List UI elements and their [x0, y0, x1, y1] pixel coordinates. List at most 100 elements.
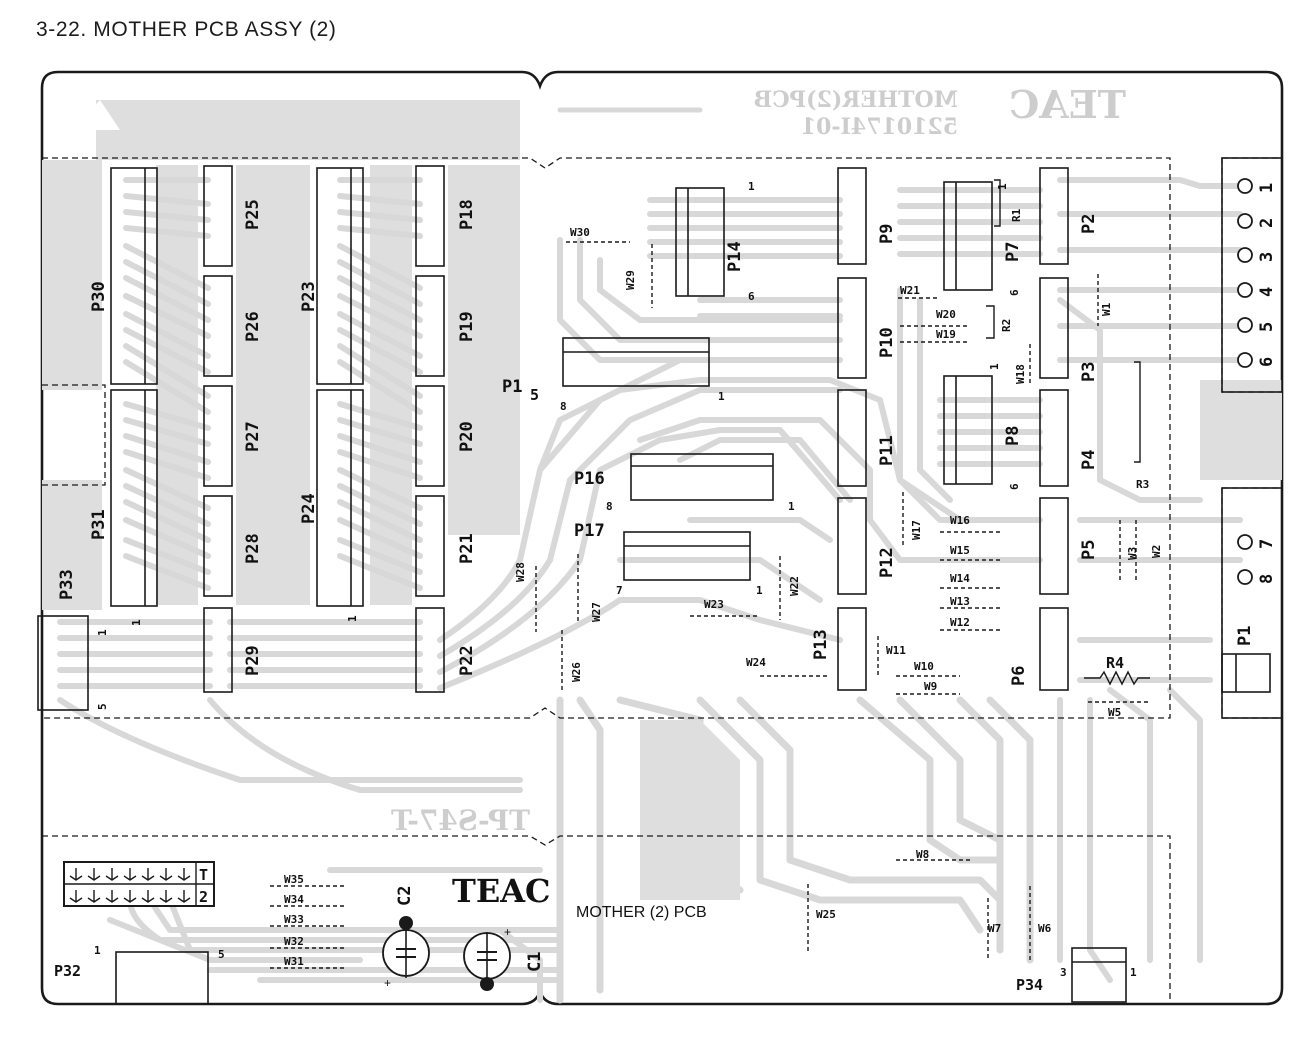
connector-labels: P30 P31 P33 P25 P26 P27 P28 P29 P23 P24 …	[57, 199, 1255, 686]
label-p12: P12	[877, 547, 897, 578]
label-p6: P6	[1009, 666, 1029, 686]
label-p8: P8	[1003, 426, 1023, 446]
label-p33: P33	[57, 569, 77, 600]
label-p13: P13	[811, 629, 831, 660]
label-p15-tail: 5	[530, 386, 539, 404]
pin-p34-1: 1	[1130, 966, 1137, 979]
terminal-5: 5	[1257, 322, 1277, 332]
label-p32: P32	[54, 962, 81, 980]
label-w29: W29	[624, 270, 637, 290]
label-w8: W8	[916, 848, 929, 861]
label-w24: W24	[746, 656, 766, 669]
pin-p16-8: 8	[606, 500, 613, 513]
label-p10: P10	[877, 327, 897, 358]
terminal-4: 4	[1257, 287, 1277, 297]
label-r3: R3	[1136, 478, 1149, 491]
label-p27: P27	[243, 421, 263, 452]
pin-p32-5: 5	[218, 948, 225, 961]
label-w35: W35	[284, 873, 304, 886]
pin-p32-1: 1	[94, 944, 101, 957]
label-p2: P2	[1079, 214, 1099, 234]
label-p7: P7	[1003, 242, 1023, 262]
pin-labels: 1 6 1 8 8 1 7 1 1 6 1 6 1 1 5 1 1 5 3 1	[94, 180, 1137, 979]
mirrored-brand: TEAC	[1009, 82, 1126, 127]
label-w11: W11	[886, 644, 906, 657]
label-p17: P17	[574, 521, 605, 541]
label-p23: P23	[299, 281, 319, 312]
capacitor-c1	[463, 932, 511, 991]
label-w26: W26	[570, 662, 583, 682]
label-p16: P16	[574, 469, 605, 489]
label-p3: P3	[1079, 362, 1099, 382]
label-p24: P24	[299, 493, 319, 524]
label-w31: W31	[284, 955, 304, 968]
mirrored-silkscreen: TEAC MOTHER(2)PCB 5210174I-01 TP-S47-T	[391, 82, 1126, 837]
label-p29: P29	[243, 645, 263, 676]
label-w7: W7	[988, 922, 1001, 935]
mirrored-test-point: TP-S47-T	[391, 804, 530, 837]
label-p4: P4	[1079, 450, 1099, 470]
label-p11: P11	[877, 435, 897, 466]
label-w3: W3	[1126, 547, 1139, 560]
label-w34: W34	[284, 893, 304, 906]
label-w16: W16	[950, 514, 970, 527]
pin-p15-1: 1	[718, 390, 725, 403]
connector-bodies	[37, 157, 1283, 1005]
label-p14: P14	[725, 241, 745, 272]
check-mark-grid: T 2	[63, 861, 215, 907]
pin-p8-1: 1	[988, 363, 1001, 370]
label-w13: W13	[950, 595, 970, 608]
label-r2: R2	[1000, 319, 1013, 332]
terminal-numbers: 1 2 3 4 5 6 7 8	[1257, 183, 1277, 584]
pin-p7-6: 6	[1008, 289, 1021, 296]
label-p19: P19	[457, 311, 477, 342]
terminal-1: 1	[1257, 183, 1277, 193]
label-p15: P1	[502, 377, 522, 397]
label-w9: W9	[924, 680, 937, 693]
terminal-circles	[1237, 178, 1253, 585]
pin-p16-1: 1	[788, 500, 795, 513]
resistor-outlines	[986, 179, 1150, 686]
label-p30: P30	[89, 281, 109, 312]
c2-plus-sign: +	[384, 976, 391, 990]
label-p1: P1	[1235, 626, 1255, 646]
c1-plus-sign: +	[504, 925, 511, 939]
pin-p8-6: 6	[1008, 483, 1021, 490]
label-p18: P18	[457, 199, 477, 230]
board-name: MOTHER (2) PCB	[576, 904, 707, 921]
label-w27: W27	[590, 602, 603, 622]
label-p9: P9	[877, 224, 897, 244]
label-w18: W18	[1014, 364, 1027, 384]
grid-label-2: 2	[199, 888, 208, 906]
pin-p7-1: 1	[996, 183, 1009, 190]
label-r1: R1	[1010, 208, 1023, 222]
label-w22: W22	[788, 576, 801, 596]
terminal-6: 6	[1257, 357, 1277, 367]
connector-labels-horizontal: P1 5 P16 P17 P32 P34	[54, 377, 1043, 994]
jumper-wires	[270, 241, 1150, 969]
label-w28: W28	[514, 562, 527, 582]
pin-p31-1: 1	[130, 619, 143, 626]
label-w25: W25	[816, 908, 836, 921]
label-w17: W17	[910, 520, 923, 540]
copper-traces	[42, 100, 1282, 1004]
pin-p17-7: 7	[616, 584, 623, 597]
label-p28: P28	[243, 533, 263, 564]
grid-label-t: T	[199, 866, 208, 884]
pin-p15-8: 8	[560, 400, 567, 413]
capacitor-c2	[382, 916, 430, 978]
label-w1: W1	[1100, 302, 1113, 316]
label-p22: P22	[457, 645, 477, 676]
pin-p33-1: 1	[96, 629, 109, 636]
label-r4: R4	[1106, 654, 1124, 672]
label-p26: P26	[243, 311, 263, 342]
label-p5: P5	[1079, 540, 1099, 560]
label-c1: C1	[525, 952, 545, 972]
label-w20: W20	[936, 308, 956, 321]
label-w15: W15	[950, 544, 970, 557]
label-w12: W12	[950, 616, 970, 629]
board-brand-logo: TEAC	[452, 872, 551, 910]
label-w30: W30	[570, 226, 590, 239]
mirrored-name: MOTHER(2)PCB	[754, 87, 959, 113]
